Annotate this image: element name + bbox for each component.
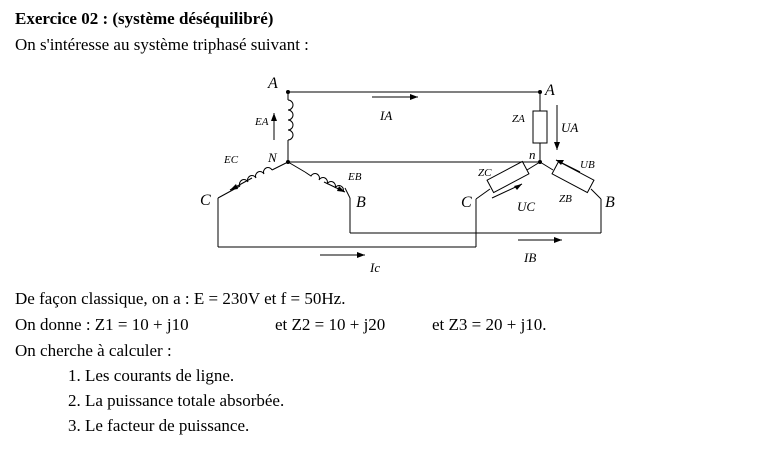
intro-text: On s'intéresse au système triphasé suiva… bbox=[15, 35, 309, 54]
question-item: 1. Les courants de ligne. bbox=[68, 366, 235, 385]
coil-EB bbox=[304, 171, 344, 193]
impedance-ZA bbox=[532, 110, 548, 144]
label-UC: UC bbox=[517, 199, 535, 214]
coil-EC bbox=[239, 167, 273, 187]
impedance-z2: et Z2 = 10 + j20 bbox=[275, 315, 386, 334]
exercise-title: Exercice 02 : (système déséquilibré) bbox=[15, 9, 274, 28]
label-EC: EC bbox=[223, 154, 239, 166]
impedance-z1: On donne : Z1 = 10 + j10 bbox=[15, 315, 189, 334]
label-C-right: C bbox=[461, 194, 472, 211]
coil-EA bbox=[287, 99, 294, 141]
label-IA: IA bbox=[379, 108, 392, 123]
label-C-left: C bbox=[200, 192, 211, 209]
label-A-left: A bbox=[267, 75, 278, 92]
impedance-ZC bbox=[486, 160, 530, 194]
impedance-values: On donne : Z1 = 10 + j10 et Z2 = 10 + j20… bbox=[15, 315, 547, 335]
question-item: 2. La puissance totale absorbée. bbox=[68, 391, 285, 410]
label-n: n bbox=[529, 147, 536, 162]
label-B-right: B bbox=[605, 194, 615, 211]
label-IB: IB bbox=[523, 250, 536, 265]
label-UB: UB bbox=[580, 159, 595, 171]
label-N: N bbox=[267, 150, 278, 165]
question-item: 3. Le facteur de puissance. bbox=[68, 416, 250, 435]
label-B-left: B bbox=[356, 194, 366, 211]
label-IC: Ic bbox=[369, 260, 380, 275]
label-EA: EA bbox=[254, 116, 269, 128]
label-A-right: A bbox=[544, 82, 555, 99]
label-ZB: ZB bbox=[559, 193, 572, 205]
label-EB: EB bbox=[347, 171, 362, 183]
label-ZA: ZA bbox=[512, 113, 525, 125]
label-ZC: ZC bbox=[478, 167, 492, 179]
impedance-z3: et Z3 = 20 + j10. bbox=[432, 315, 547, 334]
given-values: De façon classique, on a : E = 230V et f… bbox=[15, 289, 346, 308]
label-UA: UA bbox=[561, 120, 578, 135]
impedance-ZB bbox=[551, 160, 595, 194]
question-intro: On cherche à calculer : bbox=[15, 341, 172, 360]
